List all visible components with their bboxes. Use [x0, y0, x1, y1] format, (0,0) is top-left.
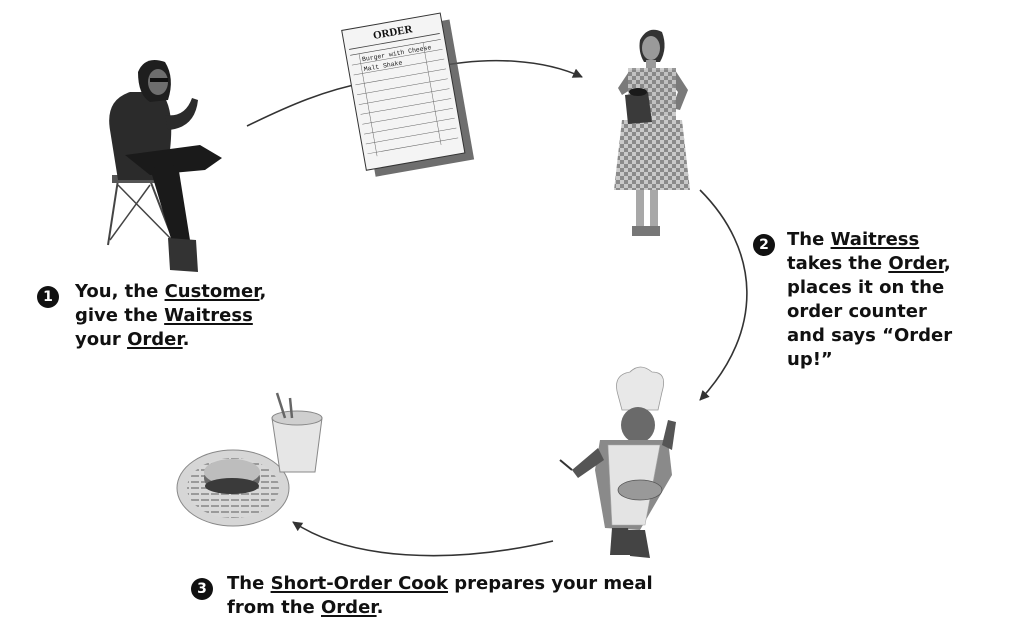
step-1-punct: ,	[259, 281, 267, 302]
short-order-cook-term: Short-Order Cook	[270, 573, 449, 594]
step-3-line-1: The Short-Order Cook prepares your meal	[227, 572, 653, 596]
step-3-line-2: from the Order.	[227, 596, 653, 620]
arrow-waitress-to-cook	[699, 189, 748, 401]
step-3-text: from the	[227, 597, 321, 618]
cook-figure	[559, 366, 676, 558]
order-slip: ORDER Burger with Cheese Malt Shake	[341, 12, 475, 177]
step-2-line-1: The Waitress	[787, 228, 952, 252]
step-1-line-3: your Order.	[75, 328, 266, 352]
step-3-text: The	[227, 573, 271, 594]
step-2-line-6: up!”	[787, 349, 833, 370]
step-2-caption: The Waitress takes the Order, places it …	[787, 228, 952, 372]
step-1-text: give the	[75, 305, 165, 326]
step-1-punct: .	[182, 329, 190, 350]
step-2-badge: 2	[753, 234, 775, 256]
step-1-line-2: give the Waitress	[75, 304, 266, 328]
step-2-line-3: places it on the	[787, 277, 945, 298]
arrow-cook-to-meal	[292, 521, 554, 557]
step-1-badge: 1	[37, 286, 59, 308]
step-1-text: You, the	[75, 281, 165, 302]
order-term: Order	[888, 253, 944, 274]
step-3-text: prepares your meal	[448, 573, 653, 594]
step-2-line-5: and says “Order	[787, 325, 953, 346]
step-3-badge: 3	[191, 578, 213, 600]
meal-illustration	[176, 392, 323, 527]
step-2-line-4: order counter	[787, 301, 927, 322]
waitress-term: Waitress	[830, 229, 920, 250]
step-1-text: your	[75, 329, 128, 350]
step-2-text: The	[787, 229, 831, 250]
customer-term: Customer	[164, 281, 260, 302]
step-2-punct: ,	[943, 253, 951, 274]
customer-figure	[107, 59, 222, 272]
step-3-caption: The Short-Order Cook prepares your meal …	[227, 572, 653, 620]
step-3-punct: .	[376, 597, 384, 618]
step-1-caption: You, the Customer, give the Waitress you…	[75, 280, 266, 352]
arrow-customer-to-order	[246, 81, 369, 127]
order-term: Order	[321, 597, 377, 618]
waitress-figure	[614, 29, 690, 236]
step-2-text: takes the	[787, 253, 889, 274]
step-2-line-2: takes the Order,	[787, 252, 952, 276]
step-1-line-1: You, the Customer,	[75, 280, 266, 304]
order-term: Order	[127, 329, 183, 350]
waitress-term: Waitress	[164, 305, 253, 326]
